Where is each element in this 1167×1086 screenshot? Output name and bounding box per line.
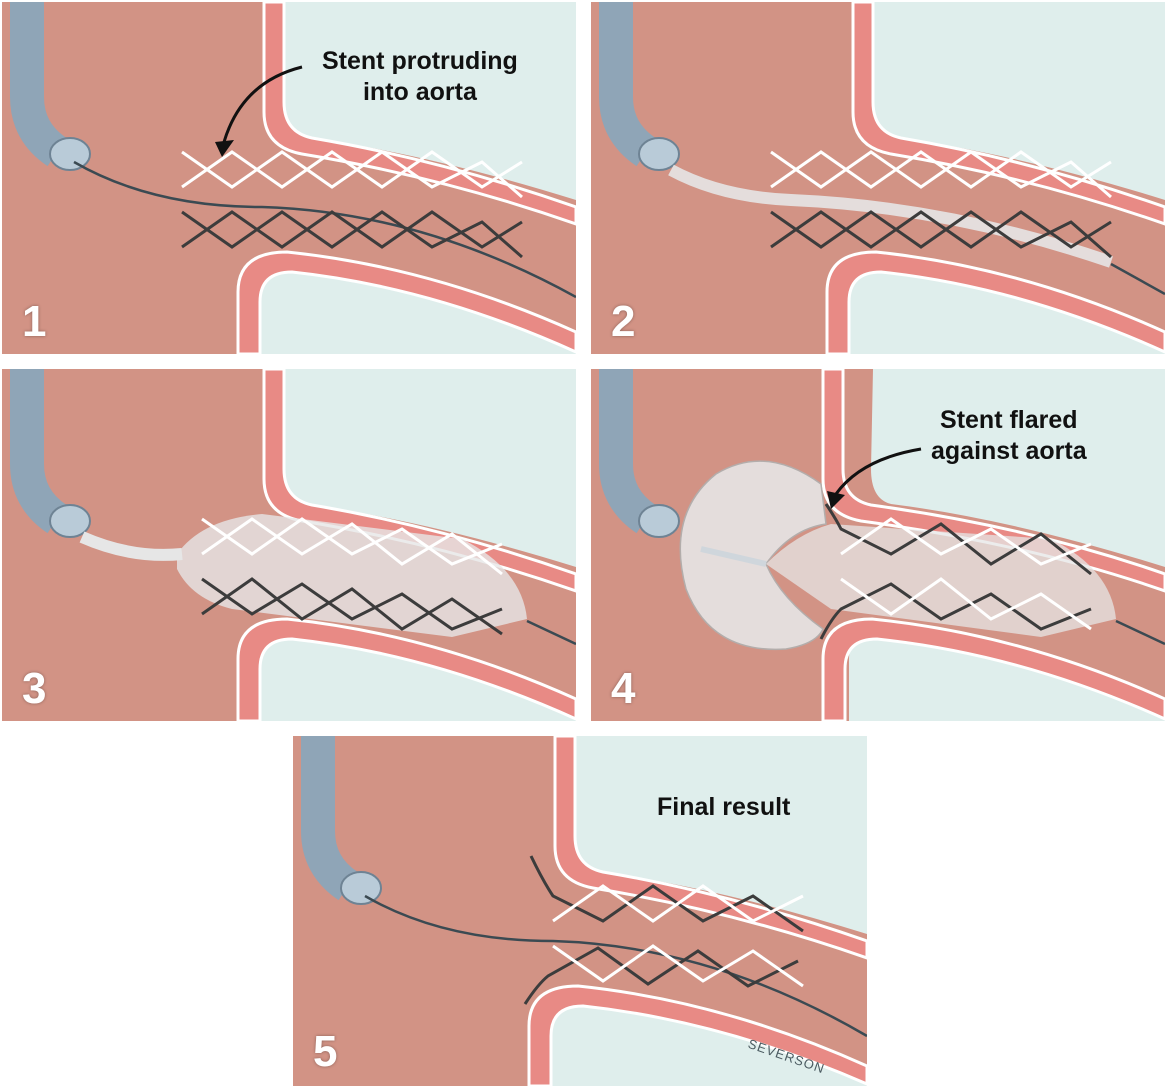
panel-step-2: 2	[591, 2, 1165, 354]
callout-line-1: Stent protruding	[322, 47, 518, 75]
panel-1-illustration	[2, 2, 576, 354]
step-number: 5	[313, 1027, 338, 1076]
aorta-lower-lumen	[260, 266, 576, 354]
callout-stent-protruding: Stent protruding into aorta	[322, 46, 518, 108]
callout-arrowhead	[215, 140, 234, 157]
vessel-upper-wall	[851, 2, 1165, 226]
guidewire	[526, 619, 576, 646]
callout-arrow	[834, 447, 922, 495]
catheter-tip	[638, 504, 680, 538]
callout-line-2: into aorta	[362, 78, 477, 106]
vessel-upper-wall	[262, 2, 576, 226]
callout-arrow	[222, 65, 303, 143]
vessel-upper-wall	[553, 736, 867, 960]
guidewire	[364, 894, 867, 1038]
aorta-upper-lumen	[871, 2, 1165, 200]
balloon-catheter	[668, 164, 1113, 268]
guidewire	[73, 160, 576, 299]
guidewire	[1110, 262, 1165, 296]
stent-mesh	[819, 503, 1092, 640]
callout-stent-flared: Stent flared against aorta	[931, 405, 1087, 467]
panel-step-4: 4 Stent flared against aorta	[591, 369, 1165, 721]
vessel-lower-wall	[236, 250, 576, 354]
catheter-tip	[49, 137, 91, 171]
bulb-balloon	[679, 460, 827, 651]
aorta-upper-lumen	[871, 369, 1165, 567]
step-number: 4	[611, 664, 636, 713]
vessel-lower-wall	[821, 617, 1165, 721]
aorta-upper-lumen	[282, 2, 576, 200]
aorta-upper-lumen	[282, 369, 576, 567]
callout-final-result: Final result	[657, 792, 790, 823]
vessel-lower-wall	[236, 617, 576, 721]
panel-4-illustration	[591, 369, 1165, 721]
callout-line-1: Stent flared	[940, 406, 1078, 434]
vessel-lower-wall	[527, 984, 867, 1086]
aorta-upper-lumen	[573, 736, 867, 934]
aorta-lower-lumen	[849, 266, 1165, 354]
guidewire	[1115, 619, 1165, 646]
panel-step-3: 3	[2, 369, 576, 721]
panel-3-illustration	[2, 369, 576, 721]
step-number: 3	[22, 664, 47, 713]
catheter-tip	[49, 504, 91, 538]
aorta-lower-lumen	[260, 633, 576, 721]
catheter-tip	[340, 871, 382, 905]
panel-step-1: 1 Stent protruding into aorta	[2, 2, 576, 354]
balloon-catheter	[79, 531, 183, 561]
catheter-tip	[638, 137, 680, 171]
step-number: 2	[611, 297, 636, 346]
stent-mesh	[181, 150, 523, 259]
balloon-catheter	[700, 546, 767, 567]
callout-arrowhead	[827, 491, 845, 509]
stent-mesh	[770, 150, 1112, 259]
stent-mesh	[523, 855, 804, 1005]
panel-5-illustration	[293, 736, 867, 1086]
step-number: 1	[22, 297, 47, 346]
stent-mesh	[201, 517, 503, 636]
panel-step-5: 5 Final result SEVERSON	[293, 736, 867, 1086]
aorta-lower-lumen	[849, 633, 1165, 721]
callout-line-2: against aorta	[931, 437, 1087, 465]
vessel-lower-wall	[825, 250, 1165, 354]
callout-line-1: Final result	[657, 793, 791, 821]
aorta-lower-lumen	[551, 1000, 867, 1086]
panel-2-illustration	[591, 2, 1165, 354]
vessel-upper-wall	[821, 369, 1165, 593]
